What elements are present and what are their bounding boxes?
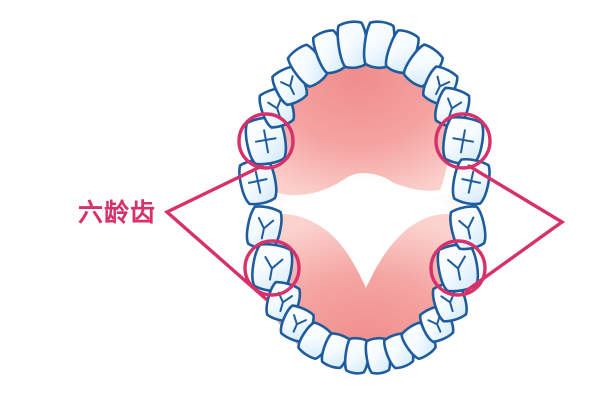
tooth-groove-cross [452, 129, 475, 154]
teeth-layer [238, 20, 491, 375]
tooth-groove-cross [254, 129, 277, 154]
highlight-circle-lower-right-first-molar [429, 239, 487, 297]
tooth-l-l-i2 [320, 332, 352, 370]
annotation-label: 六龄齿 [78, 198, 156, 227]
tooth-groove-y [447, 97, 463, 119]
tooth-groove-y [257, 216, 275, 240]
tooth-groove-y [435, 75, 451, 96]
tooth-groove-y [458, 216, 475, 240]
tooth-groove-cross [247, 170, 268, 194]
tooth-groove-y [292, 314, 307, 333]
tooth-groove-y [280, 75, 295, 96]
tooth-groove-y [447, 255, 466, 281]
pointer-diamond-line [163, 164, 566, 301]
tooth-u-r-m1 [442, 115, 485, 166]
annotation-pointer [163, 164, 566, 301]
tooth-outline [320, 332, 352, 370]
highlight-circles-layer [237, 112, 492, 297]
highlight-circle-upper-right-first-molar [434, 112, 492, 170]
tooth-groove-y [264, 256, 284, 281]
oral-cavity [265, 173, 465, 288]
tooth-l-l-i1 [343, 336, 371, 375]
tooth-groove-cross [461, 170, 482, 194]
tooth-outline [343, 336, 371, 375]
mouth-opening [265, 173, 465, 288]
tooth-groove-y [267, 97, 283, 119]
tooth-l-l-m2 [245, 205, 283, 251]
tooth-groove-y [277, 291, 294, 313]
highlight-circle-upper-left-first-molar [237, 112, 295, 170]
highlight-circle-lower-left-first-molar [243, 239, 301, 297]
